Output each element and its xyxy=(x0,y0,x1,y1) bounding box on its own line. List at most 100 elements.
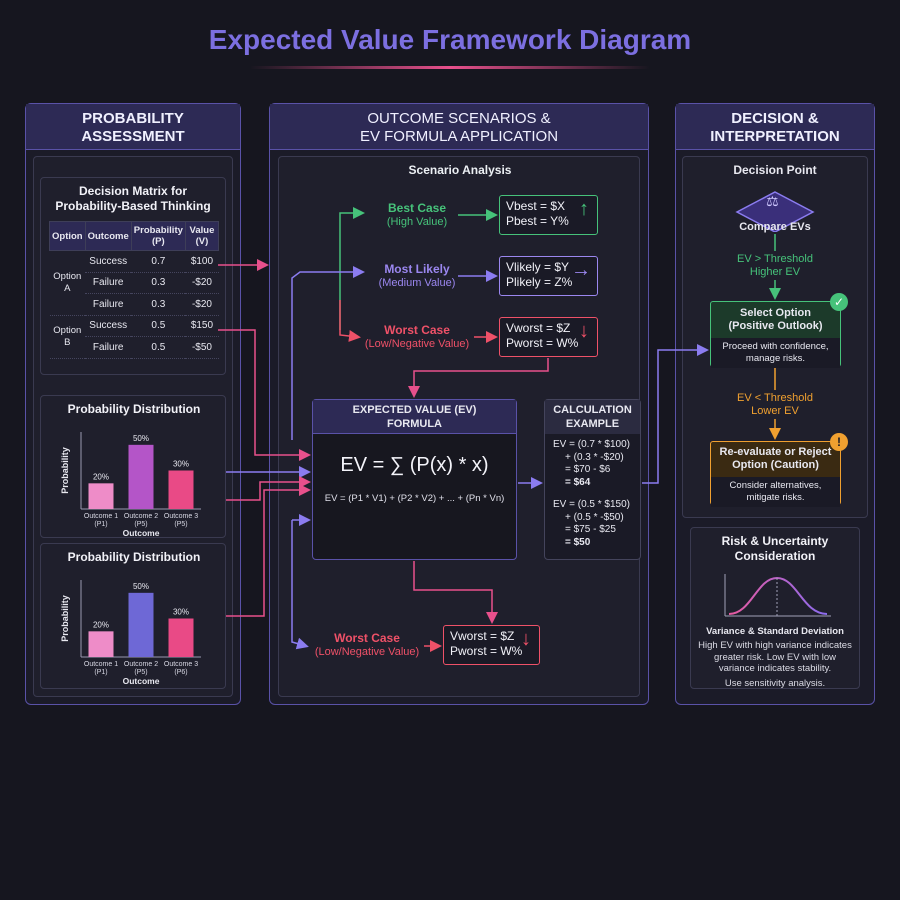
title-divider xyxy=(250,66,650,69)
ev-formula-main: EV = ∑ (P(x) * x) xyxy=(340,454,489,476)
table-cell: Failure xyxy=(85,293,132,316)
condition-line: EV > Threshold xyxy=(737,253,813,265)
ev-formula-expanded: EV = (P1 * V1) + (P2 * V2) + ... + (Pn *… xyxy=(324,493,505,504)
select-body: Proceed with confidence, manage risks. xyxy=(711,338,840,368)
column-header: PROBABILITY ASSESSMENT xyxy=(26,104,240,150)
risk-uncertainty-panel: Risk & Uncertainty Consideration Varianc… xyxy=(690,527,860,689)
calc-line: + (0.5 * -$50) xyxy=(565,511,624,523)
probability-line: Pworst = W% xyxy=(506,336,579,350)
bar xyxy=(168,618,194,657)
tick-label-sub: (P5) xyxy=(174,521,187,528)
bar xyxy=(128,592,154,657)
probability-line: Pworst = W% xyxy=(450,644,523,658)
box-body-line: Proceed with confidence, xyxy=(722,341,829,352)
tick-label: Outcome 1 xyxy=(84,513,118,520)
decision-matrix-table: Option Outcome Probability (P) Value (V)… xyxy=(49,221,220,359)
bell-curve xyxy=(728,576,828,615)
tick-label: Outcome 3 xyxy=(164,513,198,520)
risk-title-line: Risk & Uncertainty xyxy=(721,534,829,548)
reevaluate-body: Consider alternatives, mitigate risks. xyxy=(711,477,840,507)
table-cell: Success xyxy=(85,250,132,273)
calc-option-b: EV = (0.5 * $150) + (0.5 * -$50) = $75 -… xyxy=(553,499,640,549)
scenario-title: Most Likely xyxy=(384,262,450,276)
condition-line: EV < Threshold xyxy=(737,392,813,404)
column-title-line: INTERPRETATION xyxy=(710,128,840,145)
calc-line: = $75 - $25 xyxy=(565,524,616,535)
scenario-title: Worst Case xyxy=(384,323,450,337)
calc-header: CALCULATION EXAMPLE xyxy=(545,400,640,434)
tick-label-sub: (P6) xyxy=(174,669,187,676)
risk-title-line: Consideration xyxy=(734,549,816,563)
x-axis-label: Outcome xyxy=(123,676,160,686)
risk-caption: Variance & Standard Deviation xyxy=(706,626,844,637)
calc-line: + (0.3 * -$20) xyxy=(565,451,624,463)
best-case-box: Vbest = $X Pbest = Y% ↑ xyxy=(499,195,598,235)
scenario-heading: Scenario Analysis xyxy=(408,163,512,177)
select-option-box: Select Option (Positive Outlook) Proceed… xyxy=(710,301,841,368)
formula-title-line: EXPECTED VALUE (EV) xyxy=(352,404,477,416)
option-label: Option A xyxy=(49,250,86,316)
scenario-title: Best Case xyxy=(387,201,447,215)
bell-curve-chart xyxy=(724,574,831,617)
column-header: DECISION & INTERPRETATION xyxy=(676,104,874,150)
table-cell: -$20 xyxy=(185,293,219,316)
bar-value-label: 50% xyxy=(133,434,149,443)
box-title-line: Select Option xyxy=(740,307,811,319)
tick-label-sub: (P1) xyxy=(94,521,107,528)
bar-value-label: 20% xyxy=(93,472,109,481)
worst-case-box-2: Vworst = $Z Pworst = W% ↓ xyxy=(443,625,540,665)
calc-result: = $64 xyxy=(565,476,591,488)
column-title-line: DECISION & xyxy=(731,110,819,127)
probability-line: Plikely = Z% xyxy=(506,275,573,289)
tick-label: Outcome 3 xyxy=(164,661,198,668)
bar-value-label: 20% xyxy=(93,620,109,629)
table-row: Failure 0.5 -$50 xyxy=(50,336,219,359)
calc-result: = $50 xyxy=(565,536,591,548)
scenario-title: Worst Case xyxy=(334,631,400,645)
probability-line: Pbest = Y% xyxy=(506,214,569,228)
table-cell: 0.5 xyxy=(131,336,186,359)
table-cell: Failure xyxy=(85,272,132,294)
column-header-option: Option xyxy=(49,221,86,251)
tick-label: Outcome 2 xyxy=(124,661,158,668)
table-cell: 0.3 xyxy=(131,293,186,316)
box-title-line: (Positive Outlook) xyxy=(728,320,823,332)
table-row: Failure 0.3 -$20 xyxy=(50,272,219,294)
bar-value-label: 30% xyxy=(173,608,189,617)
value-line: Vworst = $Z xyxy=(450,629,515,643)
best-case-label: Best Case (High Value) xyxy=(372,201,462,229)
column-title-line: ASSESSMENT xyxy=(81,128,185,145)
tick-label: Outcome 2 xyxy=(124,513,158,520)
column-header-value: Value (V) xyxy=(184,221,220,251)
option-label: Option B xyxy=(49,315,86,359)
bar xyxy=(128,444,154,509)
calc-line: EV = (0.5 * $150) xyxy=(553,499,630,510)
arrow-right-icon: → xyxy=(571,259,591,281)
warning-icon: ! xyxy=(830,433,848,451)
calc-line: = $70 - $6 xyxy=(565,464,611,475)
formula-title-line: FORMULA xyxy=(387,418,442,430)
column-header-probability: Probability (P) xyxy=(130,221,186,251)
column-title-line: PROBABILITY xyxy=(82,110,184,127)
chart-title: Probability Distribution xyxy=(68,402,201,416)
value-line: Vworst = $Z xyxy=(506,321,571,335)
scenario-subtitle: (Medium Value) xyxy=(378,277,456,289)
calc-title-line: EXAMPLE xyxy=(565,418,620,430)
matrix-title-line: Decision Matrix for xyxy=(78,184,188,198)
worst-case-box: Vworst = $Z Pworst = W% ↓ xyxy=(499,317,598,357)
risk-body-line: greater risk. Low EV with low xyxy=(714,651,836,663)
bar xyxy=(88,631,114,657)
ev-greater-label: EV > Threshold Higher EV xyxy=(715,253,835,279)
most-likely-box: Vlikely = $Y Plikely = Z% → xyxy=(499,256,598,296)
scenario-subtitle: (Low/Negative Value) xyxy=(364,338,470,350)
table-cell: -$50 xyxy=(185,336,219,359)
scale-icon: ⚖ xyxy=(766,193,779,209)
condition-line: Lower EV xyxy=(751,405,799,417)
box-title-line: Option (Caution) xyxy=(732,459,819,471)
select-title: Select Option (Positive Outlook) xyxy=(711,307,840,333)
table-header-row: Option Outcome Probability (P) Value (V) xyxy=(49,221,220,251)
table-row: Option A Success 0.7 $100 xyxy=(49,250,219,316)
